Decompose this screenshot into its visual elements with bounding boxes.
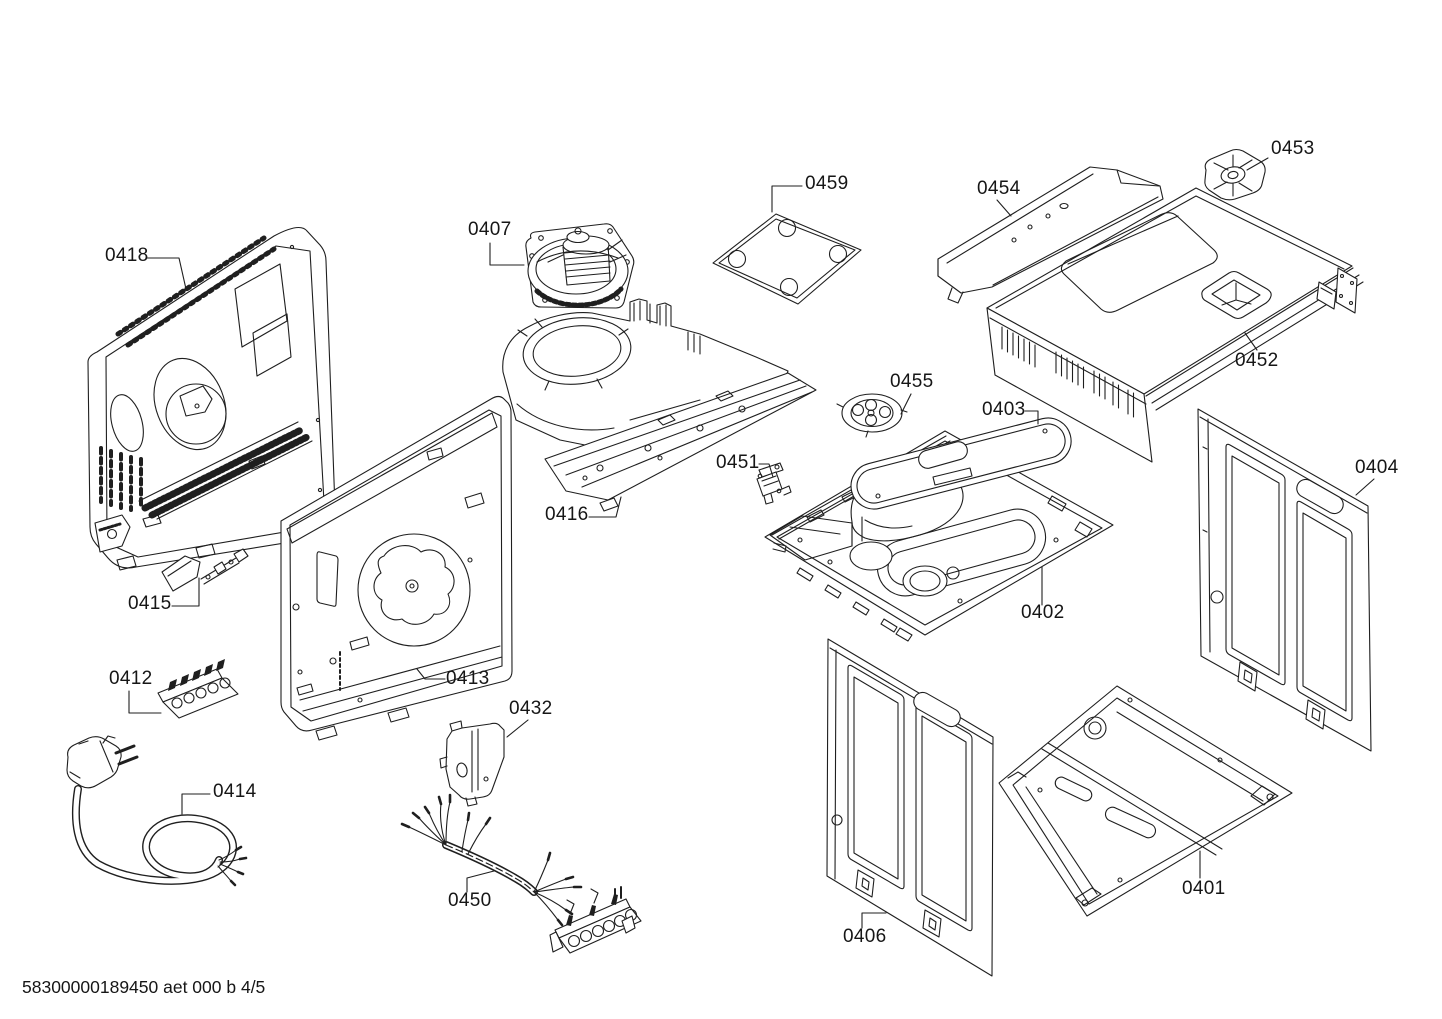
part-0407-fan-motor <box>525 223 635 309</box>
part-label-0452: 0452 <box>1235 350 1279 371</box>
part-label-0414: 0414 <box>213 781 257 802</box>
part-label-0416: 0416 <box>545 504 589 525</box>
part-0452-top-cover <box>986 187 1364 463</box>
part-label-0413: 0413 <box>446 668 490 689</box>
part-0451-thermostat <box>756 462 792 505</box>
part-0414-power-cord <box>66 735 248 887</box>
part-0404-right-side-panel <box>1197 408 1372 752</box>
part-label-0401: 0401 <box>1182 878 1226 899</box>
part-0406-left-side-panel <box>826 638 994 977</box>
part-0415-latch-kit <box>161 548 249 592</box>
leader-0403 <box>1024 410 1039 425</box>
part-label-0407: 0407 <box>468 219 512 240</box>
leader-0413 <box>416 668 446 680</box>
part-0418-back-panel <box>87 226 336 571</box>
part-0401-base-panel <box>998 685 1293 917</box>
leader-0412 <box>128 690 162 714</box>
part-0459-gasket-plate <box>712 213 862 305</box>
part-label-0451: 0451 <box>716 452 760 473</box>
part-0450-wiring-harness <box>400 793 642 954</box>
part-label-0432: 0432 <box>509 698 553 719</box>
leader-0406 <box>861 912 887 929</box>
part-0454-rear-trim <box>937 166 1164 304</box>
leader-0451 <box>758 463 774 478</box>
part-0413-rear-wall <box>280 395 513 741</box>
part-label-0418: 0418 <box>105 245 149 266</box>
document-number: 58300000189450 aet 000 b 4/5 <box>22 977 266 997</box>
part-label-0415: 0415 <box>128 593 172 614</box>
leader-0454 <box>996 199 1012 217</box>
leader-0416 <box>588 496 622 518</box>
part-0412-terminal-block <box>157 659 239 719</box>
part-0453-vent-grommet <box>1204 148 1266 201</box>
leader-0418 <box>146 257 187 290</box>
part-label-0412: 0412 <box>109 668 153 689</box>
leader-0452 <box>1244 332 1258 351</box>
part-label-0459: 0459 <box>805 173 849 194</box>
part-label-0455: 0455 <box>890 371 934 392</box>
part-label-0402: 0402 <box>1021 602 1065 623</box>
leader-0414 <box>181 793 211 815</box>
part-0455-impeller <box>836 393 908 438</box>
leader-0404 <box>1355 478 1375 496</box>
part-label-0453: 0453 <box>1271 138 1315 159</box>
leader-lines <box>128 157 1375 929</box>
part-0416-fan-housing-assembly <box>502 298 817 512</box>
part-0402-oven-top-panel <box>764 430 1114 642</box>
leader-0432 <box>506 719 529 738</box>
leader-0455 <box>900 393 912 415</box>
leader-0407 <box>489 242 525 266</box>
part-0403-air-duct-cover <box>850 417 1072 510</box>
part-label-0450: 0450 <box>448 890 492 911</box>
leader-0453 <box>1246 157 1269 171</box>
leader-0450 <box>466 870 495 893</box>
part-label-0454: 0454 <box>977 178 1021 199</box>
part-label-0406: 0406 <box>843 926 887 947</box>
part-label-0404: 0404 <box>1355 457 1399 478</box>
leader-0459 <box>771 185 803 213</box>
part-label-0403: 0403 <box>982 399 1026 420</box>
part-0432-mounting-bracket <box>439 720 505 807</box>
leader-0415 <box>171 577 200 607</box>
